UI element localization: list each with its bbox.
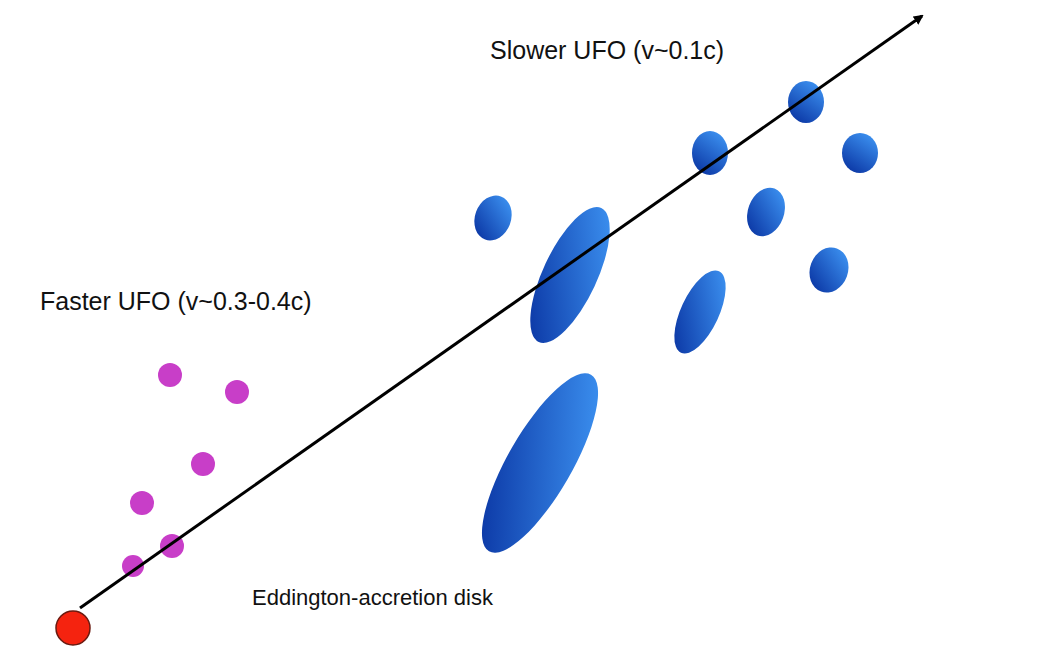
accretion-disk-shape bbox=[90, 524, 810, 638]
slow-outflow-region: Slower UFO (v~0.1c) bbox=[395, 32, 1020, 572]
fast-outflow-region: Faster UFO (v~0.3-0.4c) bbox=[35, 284, 375, 609]
black-hole bbox=[56, 611, 90, 645]
fast-clumps bbox=[122, 363, 249, 577]
accretion-disk: Eddington-accretion disk bbox=[90, 524, 810, 638]
region-label: Faster UFO (v~0.3-0.4c) bbox=[40, 287, 312, 316]
region-label: Slower UFO (v~0.1c) bbox=[490, 36, 724, 65]
fast-outflow-region-shape bbox=[35, 284, 375, 609]
disk-label: Eddington-accretion disk bbox=[247, 583, 498, 612]
slow-clumps bbox=[461, 81, 878, 567]
slow-outflow-region-shape bbox=[395, 32, 1020, 572]
